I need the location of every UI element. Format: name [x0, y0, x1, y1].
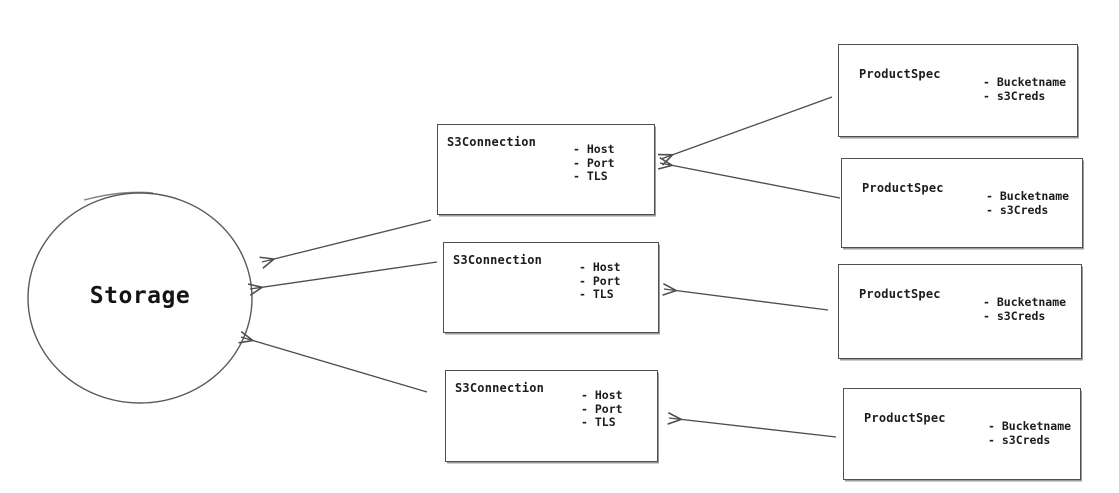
attribute-tls: - TLS: [579, 287, 614, 301]
attribute-host: - Host: [573, 142, 615, 156]
edge-productspec3-s3connection2: [664, 289, 829, 311]
productspec-title: ProductSpec: [864, 411, 946, 425]
edge-s3connection3-storage: [241, 337, 428, 393]
edge-s3connection2-storage: [250, 261, 438, 289]
s3connection-node-3: S3Connection - Host - Port - TLS: [445, 370, 658, 462]
s3connection-attributes: - Host - Port - TLS: [581, 388, 623, 430]
productspec-attributes: - Bucketname - s3Creds: [983, 295, 1067, 323]
s3connection-node-1: S3Connection - Host - Port - TLS: [437, 124, 655, 215]
storage-node-label: Storage: [89, 283, 191, 309]
s3connection-title: S3Connection: [447, 135, 537, 149]
attribute-s3creds: - s3Creds: [986, 202, 1049, 217]
attribute-s3creds: - s3Creds: [983, 88, 1046, 103]
edge-productspec4-s3connection3: [669, 418, 837, 438]
attribute-bucketname: - Bucketname: [983, 295, 1067, 309]
s3connection-node-2: S3Connection - Host - Port - TLS: [443, 242, 659, 333]
productspec-node-3: ProductSpec - Bucketname - s3Creds: [838, 264, 1082, 359]
attribute-s3creds: - s3Creds: [988, 432, 1051, 447]
attribute-bucketname: - Bucketname: [986, 189, 1070, 203]
attribute-port: - Port: [581, 401, 623, 416]
s3connection-attributes: - Host - Port - TLS: [579, 260, 621, 302]
attribute-host: - Host: [581, 388, 623, 402]
attribute-port: - Port: [579, 273, 621, 288]
attribute-tls: - TLS: [573, 169, 608, 183]
storage-circle-sketch-stroke: [83, 191, 154, 201]
productspec-node-1: ProductSpec - Bucketname - s3Creds: [838, 44, 1078, 137]
edge-s3connection1-storage: [262, 219, 432, 262]
attribute-bucketname: - Bucketname: [988, 419, 1072, 433]
s3connection-title: S3Connection: [455, 381, 545, 395]
productspec-node-4: ProductSpec - Bucketname - s3Creds: [843, 388, 1081, 480]
attribute-bucketname: - Bucketname: [983, 75, 1067, 89]
productspec-attributes: - Bucketname - s3Creds: [988, 419, 1072, 447]
edge-productspec2-s3connection1: [660, 163, 841, 199]
productspec-title: ProductSpec: [859, 287, 941, 301]
attribute-tls: - TLS: [581, 415, 616, 429]
productspec-attributes: - Bucketname - s3Creds: [983, 75, 1067, 103]
s3connection-attributes: - Host - Port - TLS: [573, 142, 615, 184]
edge-productspec1-s3connection1: [661, 96, 833, 159]
attribute-host: - Host: [579, 260, 621, 274]
attribute-s3creds: - s3Creds: [983, 308, 1046, 323]
productspec-attributes: - Bucketname - s3Creds: [986, 189, 1070, 217]
productspec-title: ProductSpec: [859, 67, 941, 81]
attribute-port: - Port: [573, 155, 615, 170]
s3connection-title: S3Connection: [453, 253, 543, 267]
productspec-node-2: ProductSpec - Bucketname - s3Creds: [841, 158, 1083, 248]
productspec-title: ProductSpec: [862, 181, 944, 195]
